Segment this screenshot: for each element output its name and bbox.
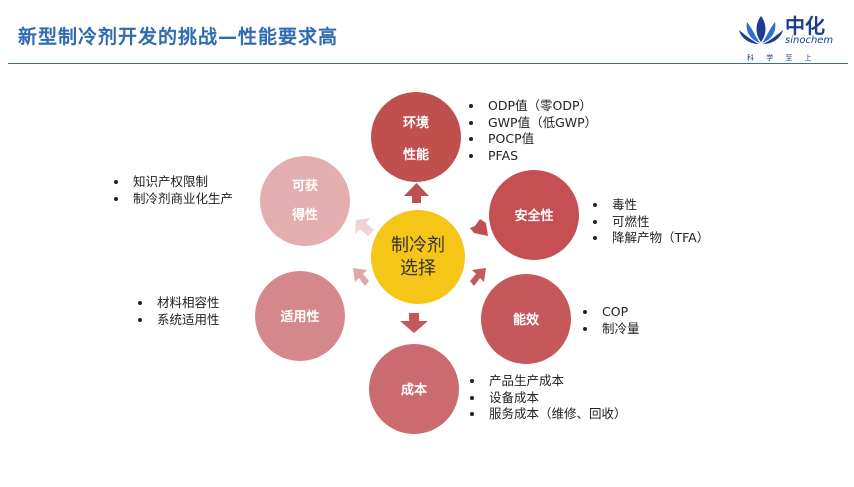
logo-english-text: sinochem	[785, 35, 834, 46]
center-label-line1: 制冷剂	[391, 235, 445, 256]
arrow-to-env	[404, 183, 429, 203]
page-title: 新型制冷剂开发的挑战—性能要求高	[18, 26, 339, 48]
node-environment-line2: 性能	[403, 147, 429, 163]
arrow-to-obtainability	[355, 218, 374, 236]
logo-slogan: 科 学 至 上	[747, 54, 817, 62]
node-applicability: 适用性	[255, 271, 345, 361]
node-safety-line1: 安全性	[514, 208, 553, 224]
efficiency-bullet-list: COP 制冷量	[580, 304, 640, 337]
arrow-to-applicability	[353, 268, 369, 286]
node-obtainability: 可获 得性	[260, 156, 350, 246]
arrow-to-efficiency	[470, 268, 486, 286]
node-obtainability-line2: 得性	[291, 207, 318, 223]
applicability-bullet-item: 系统适用性	[135, 312, 220, 329]
node-cost: 成本	[369, 344, 459, 434]
obtainability-bullet-item: 知识产权限制	[111, 174, 233, 191]
node-safety: 安全性	[489, 170, 579, 260]
header-divider	[8, 63, 848, 64]
cost-bullet-item: 产品生产成本	[467, 373, 627, 390]
env-bullet-item: ODP值（零ODP）	[466, 98, 597, 115]
node-efficiency: 能效	[481, 274, 571, 364]
env-bullet-item: GWP值（低GWP）	[466, 115, 597, 132]
efficiency-bullet-item: 制冷量	[580, 321, 640, 338]
arrow-to-cost	[400, 313, 428, 333]
cost-bullet-list: 产品生产成本 设备成本 服务成本（维修、回收）	[467, 373, 627, 423]
applicability-bullet-list: 材料相容性 系统适用性	[135, 295, 220, 328]
sinochem-logo: 中化 sinochem 科 学 至 上	[737, 10, 849, 70]
env-bullet-item: POCP值	[466, 131, 597, 148]
env-bullet-item: PFAS	[466, 148, 597, 165]
node-applicability-line1: 适用性	[280, 309, 319, 325]
efficiency-bullet-item: COP	[580, 304, 640, 321]
cost-bullet-item: 服务成本（维修、回收）	[467, 406, 627, 423]
safety-bullet-item: 可燃性	[590, 214, 709, 231]
center-node: 制冷剂 选择	[371, 210, 465, 304]
center-label-line2: 选择	[400, 258, 436, 279]
obtainability-bullet-list: 知识产权限制 制冷剂商业化生产	[111, 174, 233, 207]
safety-bullet-list: 毒性 可燃性 降解产物（TFA）	[590, 197, 709, 247]
logo-chinese-text: 中化	[785, 14, 825, 38]
node-cost-line1: 成本	[401, 382, 427, 398]
safety-bullet-item: 毒性	[590, 197, 709, 214]
cost-bullet-item: 设备成本	[467, 390, 627, 407]
lotus-icon	[739, 16, 783, 44]
applicability-bullet-item: 材料相容性	[135, 295, 220, 312]
node-environment-line1: 环境	[403, 115, 429, 131]
arrow-to-safety	[470, 219, 488, 236]
node-efficiency-line1: 能效	[513, 312, 540, 328]
safety-bullet-item: 降解产物（TFA）	[590, 230, 709, 247]
env-bullet-list: ODP值（零ODP） GWP值（低GWP） POCP值 PFAS	[466, 98, 597, 164]
obtainability-bullet-item: 制冷剂商业化生产	[111, 191, 233, 208]
node-environment: 环境 性能	[371, 92, 461, 182]
node-obtainability-line1: 可获	[292, 178, 318, 194]
